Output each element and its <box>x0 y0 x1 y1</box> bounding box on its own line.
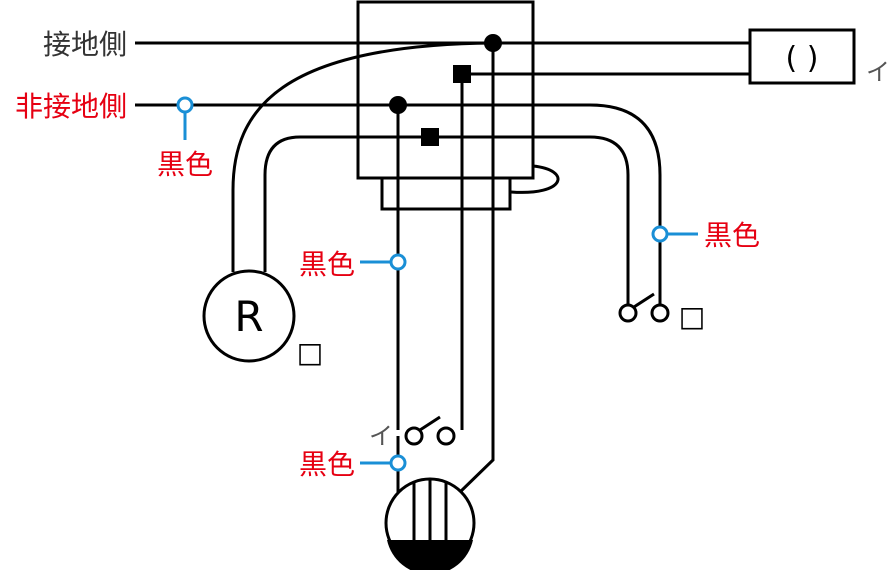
hot-junction-dot <box>389 96 407 114</box>
color-marker-2: 黒色 <box>299 248 407 281</box>
switch-ro-wire-inner <box>430 135 630 305</box>
light-r-box: □ <box>297 336 323 369</box>
switch-ro-box: □ <box>679 300 705 333</box>
junction-box <box>356 0 535 180</box>
color-marker-4: 黒色 <box>299 448 407 481</box>
black-label-4: 黒色 <box>299 448 355 481</box>
black-label-1: 黒色 <box>157 148 213 181</box>
switch-ro-terminal-left <box>618 303 638 323</box>
junction-box-base <box>380 176 512 211</box>
switch-i-terminal-right <box>436 426 456 446</box>
color-marker-1: 黒色 <box>157 96 213 181</box>
switch-i-tag: イ <box>369 422 393 450</box>
ceiling-lamp-fill <box>387 540 473 570</box>
outlet-tag: イ <box>866 58 890 86</box>
outlet-symbol: ( ) <box>786 41 819 76</box>
light-connector-square <box>421 128 439 146</box>
outlet-connector-square <box>453 65 471 83</box>
outlet-box <box>748 28 856 85</box>
switch-i-lever <box>419 415 441 432</box>
light-r-letter: R <box>234 292 263 341</box>
lamp-ground-wire <box>456 43 495 496</box>
ground-junction-dot <box>484 34 502 52</box>
non-ground-side-label: 非接地側 <box>15 90 127 123</box>
switch-ro-lever <box>633 292 655 309</box>
box-cable-loop <box>510 164 560 194</box>
switch-i-terminal-left <box>404 426 424 446</box>
light-r-hot-wire <box>263 135 430 272</box>
switch-ro-terminal-right <box>650 303 670 323</box>
light-r-ground-wire <box>231 41 494 272</box>
ground-side-label: 接地側 <box>43 28 127 61</box>
light-r <box>202 269 296 363</box>
black-label-3: 黒色 <box>704 219 760 252</box>
switch-ro-wire-outer <box>398 103 662 305</box>
color-marker-3: 黒色 <box>651 219 760 252</box>
black-label-2: 黒色 <box>299 248 355 281</box>
